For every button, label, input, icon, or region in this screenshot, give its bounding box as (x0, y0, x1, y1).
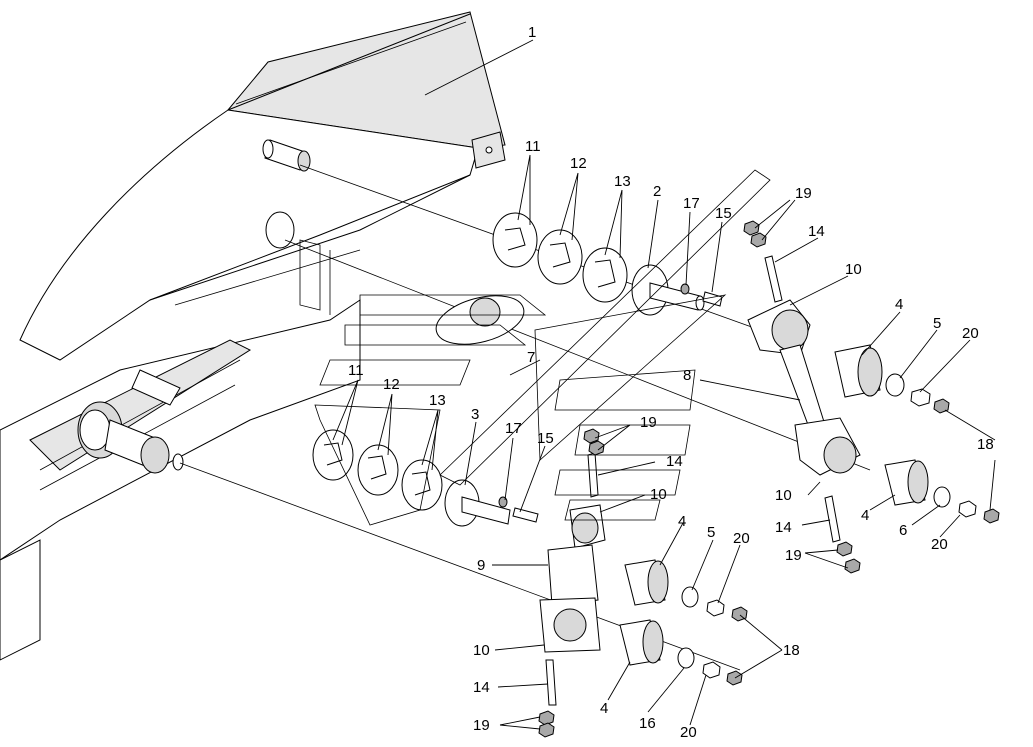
callout-13: 13 (614, 173, 631, 190)
upper-assembly (435, 212, 1000, 574)
callout-20c: 20 (733, 530, 750, 547)
rod-9 (547, 544, 599, 606)
callout-19c: 19 (640, 414, 657, 431)
callout-5: 5 (933, 315, 941, 332)
callout-10b: 10 (775, 487, 792, 504)
callout-6: 6 (899, 522, 907, 539)
clamp-disc-11 (492, 212, 538, 268)
callout-11b: 11 (348, 362, 364, 379)
callout-11: 11 (525, 138, 541, 155)
callout-10d: 10 (473, 642, 490, 659)
overlay-shapes (314, 169, 771, 526)
callout-18: 18 (977, 436, 994, 453)
callout-14d: 14 (473, 679, 490, 696)
callout-2: 2 (653, 183, 661, 200)
callout-20: 20 (962, 325, 979, 342)
callout-1: 1 (528, 24, 536, 41)
callout-9: 9 (477, 557, 485, 574)
callout-4b: 4 (861, 507, 869, 524)
callout-5b: 5 (707, 524, 715, 541)
callout-17: 17 (683, 195, 700, 212)
callout-20b: 20 (931, 536, 948, 553)
callout-20d: 20 (680, 724, 697, 741)
callout-14c: 14 (666, 453, 683, 470)
lower-assembly (312, 428, 748, 738)
callout-15b: 15 (537, 430, 554, 447)
leader-lines (332, 39, 996, 730)
clamp-disc-12 (537, 229, 583, 285)
callout-12: 12 (570, 155, 587, 172)
callout-10c: 10 (650, 486, 667, 503)
callout-4c: 4 (678, 513, 686, 530)
callout-14b: 14 (775, 519, 792, 536)
callout-13b: 13 (429, 392, 446, 409)
callout-15: 15 (715, 205, 732, 222)
callout-10: 10 (845, 261, 862, 278)
callout-14: 14 (808, 223, 825, 240)
callout-19b: 19 (785, 547, 802, 564)
callout-8: 8 (683, 367, 691, 384)
callout-19: 19 (795, 185, 812, 202)
callout-16: 16 (639, 715, 656, 732)
callout-4d: 4 (600, 700, 608, 717)
callout-12b: 12 (383, 376, 400, 393)
callout-18b: 18 (783, 642, 800, 659)
clamp-disc-13 (582, 247, 628, 303)
header-frame (0, 11, 506, 661)
rod-8 (779, 344, 826, 431)
callout-labels: 1 11 12 13 2 17 15 19 14 10 4 5 20 18 7 … (348, 24, 994, 741)
callout-17b: 17 (505, 420, 522, 437)
callout-19d: 19 (473, 717, 490, 734)
callout-7: 7 (527, 349, 535, 366)
callout-3: 3 (471, 406, 479, 423)
callout-4: 4 (895, 296, 903, 313)
